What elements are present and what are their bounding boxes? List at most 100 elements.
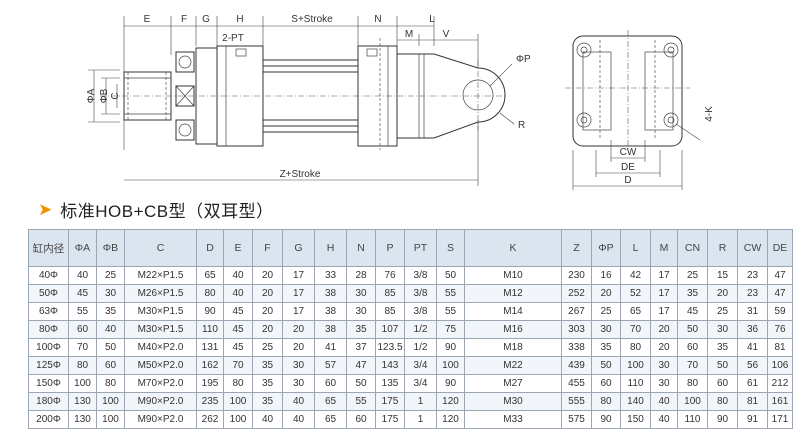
table-cell: 38	[314, 320, 347, 339]
table-cell: 41	[737, 338, 768, 357]
table-cell: 30	[650, 374, 678, 393]
table-cell: 455	[561, 374, 592, 393]
table-cell: 150	[620, 410, 651, 429]
table-cell: 125Φ	[28, 356, 69, 375]
table-cell: 161	[767, 392, 793, 411]
table-cell: 1/2	[404, 320, 437, 339]
table-cell: M27	[464, 374, 562, 393]
table-cell: 150Φ	[28, 374, 69, 393]
table-cell: 17	[650, 284, 678, 303]
column-header: R	[707, 229, 738, 267]
table-cell: M22×P1.5	[124, 266, 197, 285]
table-cell: 130	[68, 410, 97, 429]
table-cell: 252	[561, 284, 592, 303]
dim-L: L	[429, 14, 435, 25]
table-cell: 100	[223, 410, 253, 429]
table-cell: 30	[650, 356, 678, 375]
table-cell: M12	[464, 284, 562, 303]
dim-C: C	[110, 92, 121, 99]
table-cell: 60	[707, 374, 738, 393]
table-cell: M40×P2.0	[124, 338, 197, 357]
table-cell: 30	[707, 320, 738, 339]
table-cell: 81	[737, 392, 768, 411]
table-cell: 338	[561, 338, 592, 357]
dim-N: N	[374, 14, 381, 25]
table-cell: M30×P1.5	[124, 302, 197, 321]
dim-phiB: ΦB	[99, 88, 110, 103]
table-cell: M90×P2.0	[124, 392, 197, 411]
table-cell: 20	[252, 266, 283, 285]
table-cell: M10	[464, 266, 562, 285]
column-header: CW	[737, 229, 768, 267]
table-cell: 45	[223, 302, 253, 321]
table-cell: 60	[677, 338, 708, 357]
table-cell: 47	[767, 266, 793, 285]
table-cell: 70	[677, 356, 708, 375]
table-cell: 37	[346, 338, 376, 357]
column-header: PT	[404, 229, 437, 267]
table-cell: 110	[677, 410, 708, 429]
table-cell: 57	[314, 356, 347, 375]
table-cell: 107	[375, 320, 405, 339]
table-cell: 1/2	[404, 338, 437, 357]
table-cell: 20	[707, 284, 738, 303]
table-cell: 230	[561, 266, 592, 285]
table-cell: 80	[591, 392, 621, 411]
dim-M: M	[405, 29, 413, 40]
table-cell: 35	[252, 392, 283, 411]
table-cell: M33	[464, 410, 562, 429]
table-cell: 1	[404, 410, 437, 429]
column-header: K	[464, 229, 562, 267]
table-cell: 25	[707, 302, 738, 321]
table-cell: 162	[196, 356, 224, 375]
column-header: N	[346, 229, 376, 267]
table-cell: 20	[591, 284, 621, 303]
table-cell: 16	[591, 266, 621, 285]
table-cell: 30	[591, 320, 621, 339]
table-cell: M14	[464, 302, 562, 321]
column-header: CN	[677, 229, 708, 267]
column-header: M	[650, 229, 678, 267]
column-header: DE	[767, 229, 793, 267]
table-cell: 75	[436, 320, 465, 339]
table-cell: 60	[96, 356, 125, 375]
table-cell: 100	[223, 392, 253, 411]
table-cell: 38	[314, 302, 347, 321]
dim-H: H	[236, 14, 243, 25]
table-cell: 3/4	[404, 374, 437, 393]
table-cell: 30	[346, 284, 376, 303]
table-cell: 40	[96, 320, 125, 339]
table-cell: 45	[677, 302, 708, 321]
table-cell: 235	[196, 392, 224, 411]
table-cell: M50×P2.0	[124, 356, 197, 375]
table-cell: M16	[464, 320, 562, 339]
table-cell: 40	[650, 410, 678, 429]
table-cell: 50	[436, 266, 465, 285]
table-cell: 140	[620, 392, 651, 411]
column-header: D	[196, 229, 224, 267]
dim-phiP: ΦP	[516, 54, 531, 65]
table-cell: 130	[68, 392, 97, 411]
table-cell: 85	[375, 284, 405, 303]
table-cell: 20	[650, 320, 678, 339]
dim-V: V	[443, 29, 450, 40]
table-cell: 100	[677, 392, 708, 411]
table-cell: 60	[346, 410, 376, 429]
table-cell: M18	[464, 338, 562, 357]
table-cell: 45	[223, 320, 253, 339]
table-cell: 575	[561, 410, 592, 429]
column-header: 缸内径	[28, 229, 69, 267]
table-cell: M30	[464, 392, 562, 411]
table-cell: 65	[314, 392, 347, 411]
table-cell: 20	[252, 302, 283, 321]
table-cell: 90	[436, 338, 465, 357]
table-cell: 123.5	[375, 338, 405, 357]
table-cell: 35	[252, 356, 283, 375]
table-cell: 100Φ	[28, 338, 69, 357]
column-header: S	[436, 229, 465, 267]
table-cell: 60	[68, 320, 97, 339]
